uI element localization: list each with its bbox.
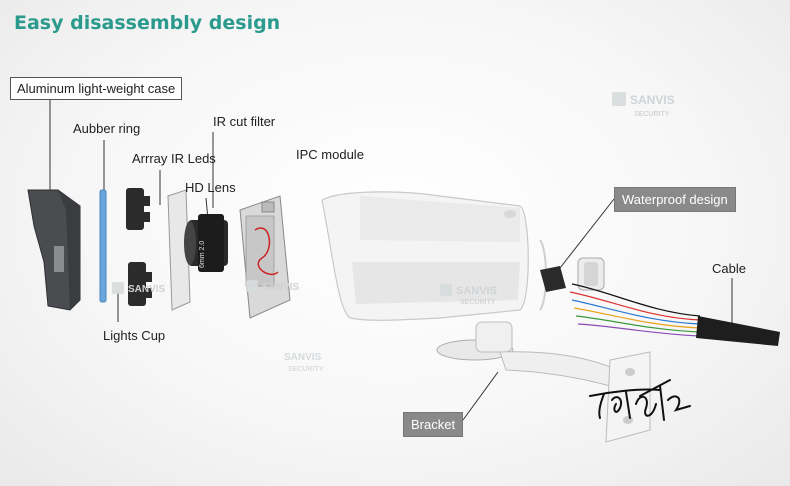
ipc-board-part [239, 195, 291, 319]
label-ir-leds: Arrray IR Leds [132, 151, 216, 166]
watermark-brand-1: SANVIS [630, 93, 675, 107]
led-board-part [167, 189, 191, 311]
waterproof-gland-part [540, 257, 605, 292]
watermark-logo-icon [440, 284, 452, 296]
watermark-group [112, 92, 626, 296]
label-rubber-ring: Aubber ring [73, 121, 141, 136]
cable-jacket-part [696, 316, 780, 346]
watermark-brand-2: SANVIS [456, 285, 497, 297]
signature-mark [589, 379, 691, 421]
watermark-brand-4: SANVIS [262, 282, 300, 293]
bracket-part [436, 321, 651, 443]
leader-waterproof [559, 198, 615, 269]
label-bracket: Bracket [403, 412, 464, 437]
leader-bracket [462, 371, 499, 421]
lens-marking: 6mm 2.0 [199, 241, 206, 268]
aluminum-case-part [27, 189, 81, 311]
watermark-brand-3: SANVIS [128, 284, 166, 295]
ir-leds-part [126, 188, 152, 306]
label-ipc-module: IPC module [296, 147, 364, 162]
watermark-sub-2: SECURITY [460, 299, 496, 306]
label-aluminum-case: Aluminum light-weight case [10, 77, 183, 100]
watermark-sub-5: SECURITY [288, 366, 324, 373]
watermark-sub-1: SECURITY [634, 111, 670, 118]
hd-lens-part [184, 214, 228, 272]
label-lights-cup: Lights Cup [103, 328, 166, 343]
label-hd-lens: HD Lens [185, 180, 236, 195]
watermark-brand-5: SANVIS [284, 352, 322, 363]
watermark-logo-icon [112, 282, 124, 294]
watermark-logo-icon [246, 280, 258, 292]
label-waterproof-design: Waterproof design [614, 187, 736, 212]
camera-housing-part [321, 191, 547, 321]
leader-lines [49, 98, 733, 421]
label-cable: Cable [712, 261, 746, 276]
cable-wires-part [569, 283, 701, 337]
page-title: Easy disassembly design [14, 12, 281, 34]
rubber-ring-part [99, 189, 107, 303]
label-ir-cut-filter: IR cut filter [213, 114, 276, 129]
watermark-logo-icon [612, 92, 626, 106]
